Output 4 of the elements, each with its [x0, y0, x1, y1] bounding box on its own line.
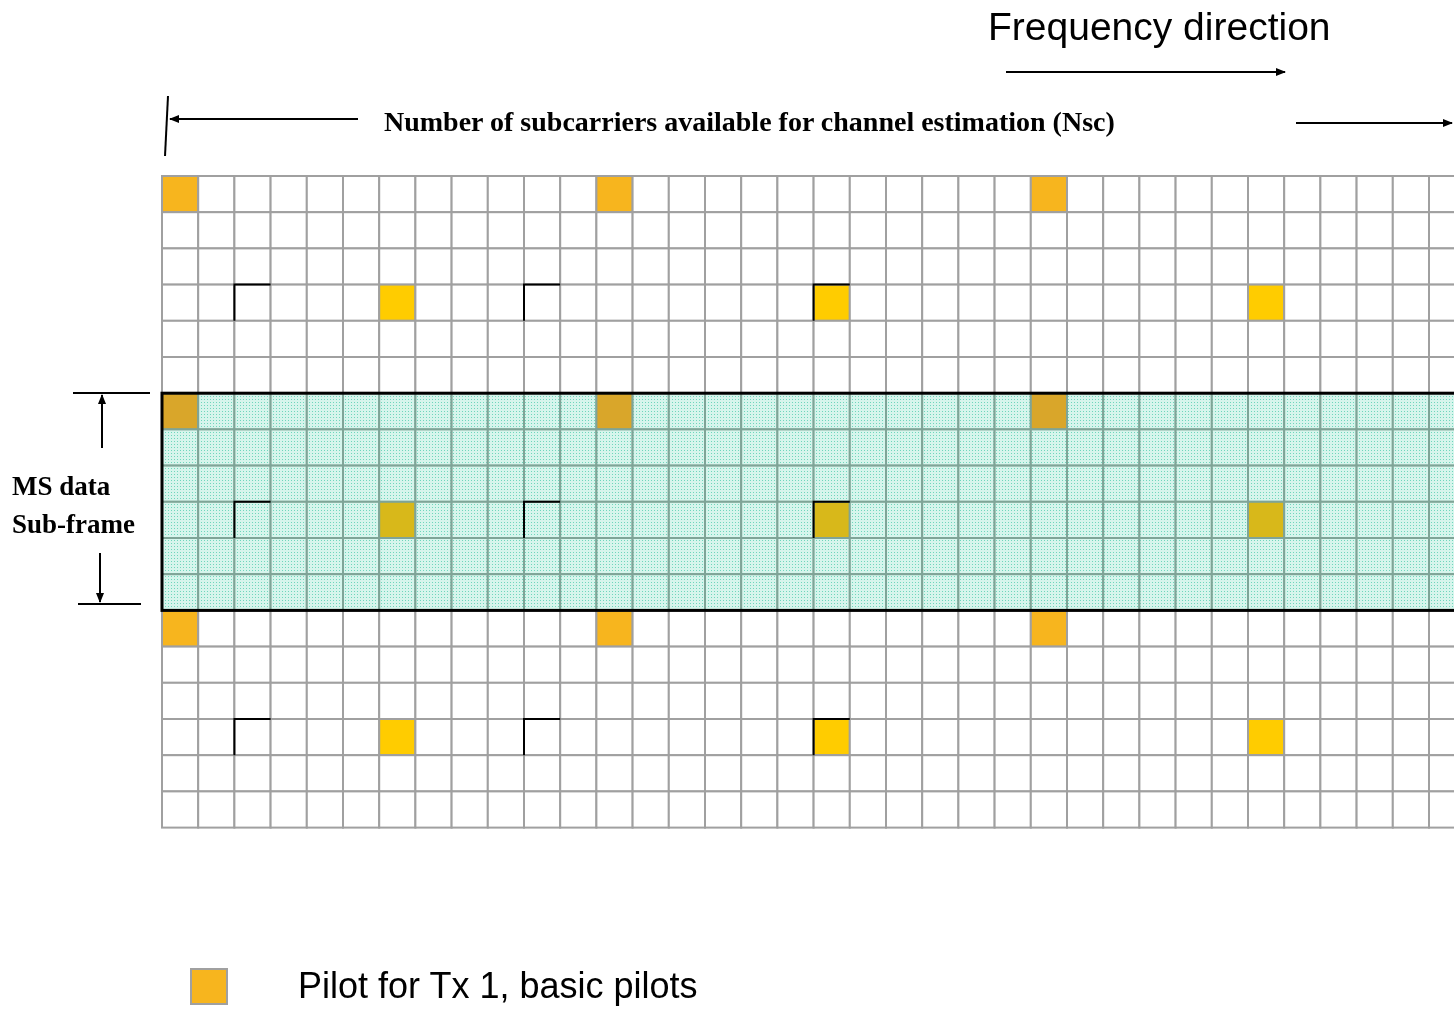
dimension-label: Number of subcarriers available for channel estimation (Nsc) [384, 105, 1115, 139]
dimension-label: MS data Sub-frame [12, 470, 136, 541]
axis-title: Frequency direction [988, 4, 1331, 50]
legend-label: Pilot for Tx 1, basic pilots [298, 964, 698, 1008]
